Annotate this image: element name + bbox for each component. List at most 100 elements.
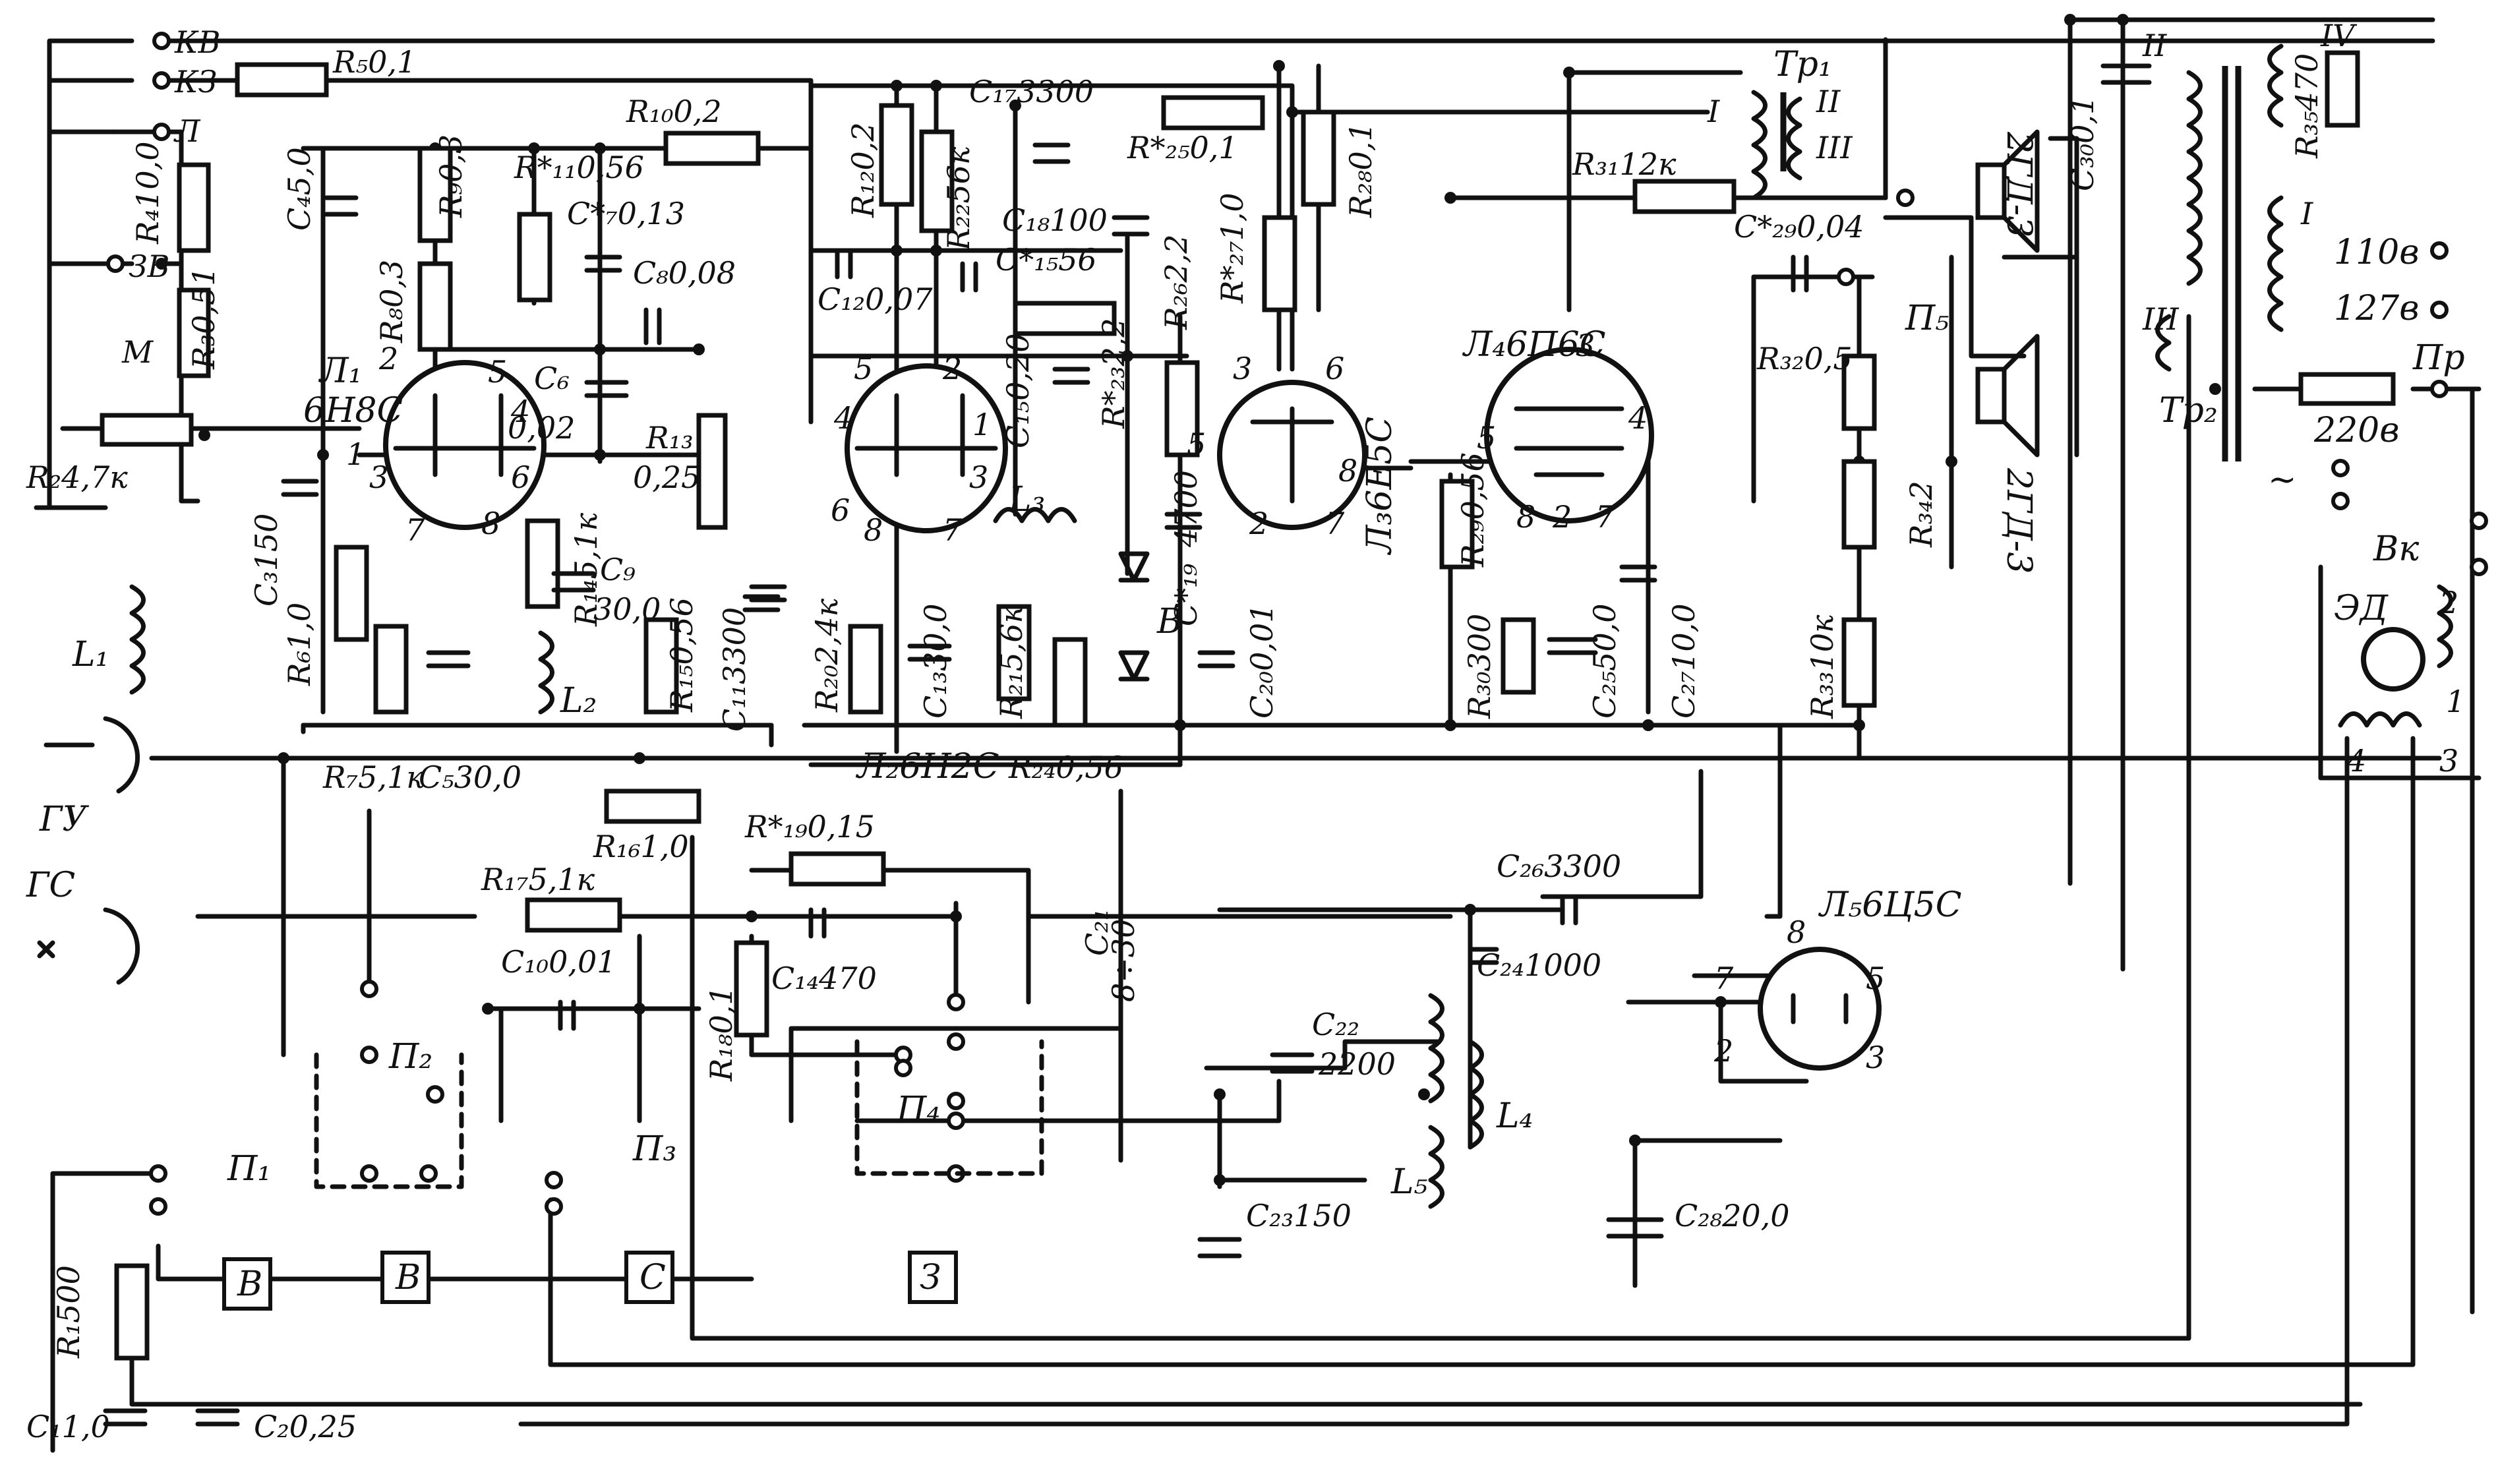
label-C17: C₁₇3300: [969, 74, 1094, 109]
pin-L2-3: 3: [969, 460, 988, 495]
pin-L4-4: 4: [1628, 400, 1648, 436]
label-Tr1-w2: II: [1816, 84, 1841, 119]
label-jack-gu: ГУ: [39, 800, 89, 839]
label-diode: В: [1156, 602, 1182, 641]
pin-L1-3: 3: [369, 460, 388, 495]
label-R7: R₇5,1к: [322, 759, 425, 795]
label-R14: R₁₄5,1к: [568, 512, 604, 627]
label-C9v: 30,0: [593, 591, 661, 627]
label-C26: C₂₆3300: [1497, 848, 1621, 884]
R13-body: [696, 413, 728, 530]
coils: [129, 44, 2453, 1209]
label-kz: КЗ: [174, 64, 217, 100]
pin-L4-8: 8: [1516, 499, 1535, 535]
pin-motor-4: 4: [2346, 743, 2366, 779]
label-R17: R₁₇5,1к: [481, 862, 595, 897]
label-R11: R*₁₁0,56: [514, 150, 644, 185]
label-P1: П₁: [227, 1149, 271, 1189]
label-C4: C₄5,0: [282, 147, 317, 231]
R24-body: [1052, 637, 1088, 728]
R12-body: [879, 103, 914, 207]
pin-L5-3: 3: [1866, 1040, 1885, 1075]
label-zv: ЗВ: [129, 249, 169, 284]
tube-L1: [383, 360, 547, 530]
R2-body: [100, 413, 194, 447]
pin-L2-4: 4: [833, 400, 853, 436]
R9-body: [417, 146, 453, 243]
label-C15a: C*₁₅56: [996, 242, 1097, 278]
label-ac: ~: [2268, 460, 2297, 500]
label-R6: R₆1,0: [282, 603, 317, 686]
pin-L2-7: 7: [943, 512, 963, 548]
capacitor-plates: [103, 63, 2152, 1427]
pin-motor-1: 1: [2446, 684, 2465, 719]
label-tube-L2: Л₂6Н2С: [855, 747, 999, 787]
pin-L2-6: 6: [831, 492, 850, 528]
label-C25: C₂₅50,0: [1587, 604, 1622, 719]
R33-body: [1841, 617, 1877, 708]
pin-motor-2: 2: [2439, 585, 2458, 620]
knob-boxes: [222, 1039, 1044, 1311]
label-m: М: [121, 334, 154, 370]
label-Tr1-w3: III: [1816, 130, 1853, 165]
label-Tr1: Тр₁: [1773, 45, 1832, 84]
label-jack-gs: ГС: [26, 866, 75, 905]
pin-L3-6: 6: [1325, 351, 1344, 386]
label-knob-S: С: [639, 1258, 666, 1297]
label-Tr2-w2: II: [2142, 28, 2167, 63]
label-R34: R₃₄2: [1903, 481, 1939, 548]
R5-body: [235, 62, 329, 98]
pin-L2-2: 2: [942, 351, 962, 386]
label-R27: R*₂₇1,0: [1214, 193, 1250, 304]
R3-body: [177, 287, 211, 378]
pin-L2-5: 5: [854, 351, 873, 386]
pin-L2-8: 8: [864, 512, 883, 548]
pin-L3-7: 7: [1325, 506, 1345, 541]
R6-body: [334, 545, 369, 642]
R4-body: [177, 162, 211, 253]
terminals: [106, 32, 2488, 1216]
label-C28: C₂₈20,0: [1675, 1198, 1790, 1233]
pin-L4-2: 2: [1552, 499, 1572, 535]
label-speaker-2: 2ГД-3: [1999, 467, 2038, 574]
motor-circle: [2361, 627, 2425, 692]
label-R30: R₃₀300: [1462, 614, 1497, 719]
label-R20: R₂₀2,4к: [809, 598, 845, 713]
pin-L3-8: 8: [1338, 453, 1357, 489]
label-C18: C₁₈100: [1002, 202, 1108, 238]
label-R35: R₃₅470: [2289, 53, 2325, 159]
R1-body: [114, 1263, 150, 1361]
label-kv: КВ: [174, 24, 220, 60]
label-Tr2-w3: III: [2142, 301, 2179, 337]
label-L4: L₄: [1496, 1096, 1533, 1136]
label-tube-L1: Л₁: [318, 351, 362, 391]
label-R12: R₁₂0,2: [845, 122, 881, 218]
jacks: [37, 716, 140, 985]
pin-L1-8: 8: [481, 506, 500, 541]
label-C19: C*₁₉: [1168, 563, 1204, 626]
label-C6v: 0,02: [508, 410, 575, 446]
label-R24: R₂₄0,56: [1008, 750, 1123, 785]
label-C2: C₂0,25: [254, 1409, 357, 1444]
label-P3: П₃: [632, 1129, 676, 1169]
label-R2: R₂4,7к: [26, 460, 128, 495]
pin-motor-3: 3: [2439, 743, 2458, 779]
label-R15: R₁₅0,56: [664, 597, 699, 713]
label-R25: R*₂₅0,1: [1127, 130, 1238, 165]
pin-L3-3: 3: [1233, 351, 1252, 386]
label-C21v: 8÷30: [1106, 919, 1141, 1002]
label-l: Л: [173, 113, 201, 149]
label-tube-L1-type: 6Н8С: [303, 391, 403, 430]
wires: [34, 17, 2482, 1453]
label-knob-V: В: [237, 1264, 262, 1304]
label-C7: C*₇0,13: [567, 196, 685, 231]
label-C30: C₃₀0,1: [2065, 96, 2100, 191]
pin-L3-2: 2: [1249, 506, 1268, 541]
R10-body: [663, 131, 761, 166]
label-R31: R₃₁12к: [1572, 146, 1677, 182]
label-220v: 220в: [2313, 411, 2400, 450]
label-110v: 110в: [2334, 233, 2420, 272]
label-C29: C*₂₉0,04: [1734, 209, 1864, 245]
label-R1: R₁500: [51, 1265, 86, 1359]
resistor-bodies: [100, 50, 2396, 1361]
